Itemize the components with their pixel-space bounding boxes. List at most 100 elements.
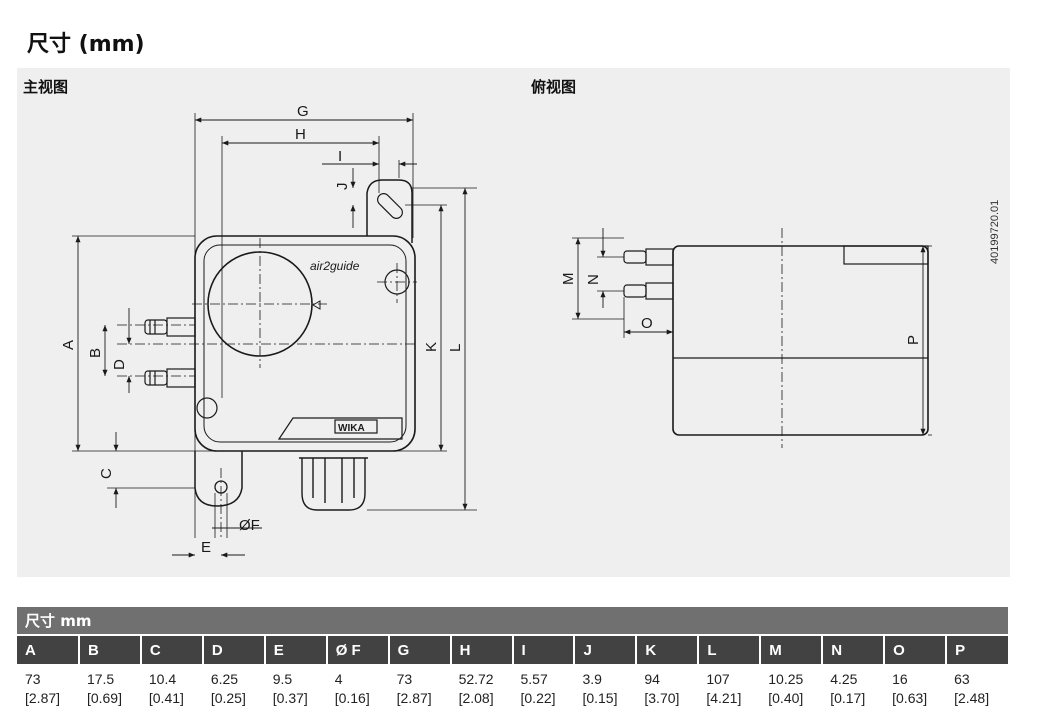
air2guide-logo: air2guide [310, 259, 360, 273]
label-G: G [297, 103, 309, 120]
cell-mm-value: 73 [396, 671, 413, 687]
top-dimension-lines [575, 228, 926, 435]
cable-gland [299, 457, 368, 511]
column-header: H [449, 634, 513, 664]
cell-mm-value: 16 [892, 671, 908, 687]
page-title: 尺寸 (mm) [27, 32, 145, 57]
top-body-outline [672, 245, 929, 436]
cell-inch-value: [0.40] [768, 690, 804, 706]
table-cell: 94[3.70] [636, 664, 698, 716]
bottom-mounting-tab [194, 451, 243, 507]
housing-inner [203, 244, 407, 443]
lower-hose-connector [144, 368, 196, 388]
table-cell: 52.72 [2.08] [451, 664, 513, 716]
label-P: P [905, 335, 922, 345]
cell-inch-value: [0.41] [148, 690, 184, 706]
cell-inch-value: [0.63] [892, 690, 928, 706]
top-upper-connector [623, 248, 674, 266]
cell-inch-value: [3.70] [644, 690, 680, 706]
cell-mm-value: 52.72 [458, 671, 494, 687]
table-cell: 5.57 [0.22] [513, 664, 575, 716]
cell-inch-value: [2.87] [25, 690, 61, 706]
table-row: 73[2.87]17.5[0.69]10.4[0.41]6.25[0.25]9.… [17, 664, 1008, 716]
table-cell: 73 [2.87] [17, 664, 79, 716]
column-header: N [821, 634, 885, 664]
column-header: L [697, 634, 761, 664]
extension-lines [72, 113, 477, 538]
upper-hose-connector [144, 317, 196, 337]
table-cell: 63 [2.48] [946, 664, 1008, 716]
table-cell: 10.25[0.40] [760, 664, 822, 716]
column-header: I [511, 634, 575, 664]
cell-mm-value: 17.5 [86, 671, 115, 687]
column-header: M [759, 634, 823, 664]
table-cell: 17.5[0.69] [79, 664, 141, 716]
screw-bottom-left [196, 397, 218, 419]
cell-inch-value: [2.48] [954, 690, 990, 706]
table-cell: 16 [0.63] [884, 664, 946, 716]
centerlines [117, 238, 417, 538]
cell-mm-value: 4 [334, 671, 343, 687]
tab-slot [377, 193, 403, 219]
table-cell: 9.5 [0.37] [265, 664, 327, 716]
cell-mm-value: 63 [954, 671, 970, 687]
housing-outline [194, 235, 416, 452]
cell-mm-value: 3.9 [582, 671, 602, 687]
cell-inch-value: [0.17] [830, 690, 866, 706]
cell-mm-value: 4.25 [830, 671, 858, 687]
cell-inch-value: [0.16] [334, 690, 370, 706]
front-view-drawing: air2guide WIKA [60, 103, 477, 558]
table-cell: 10.4 [0.41] [141, 664, 203, 716]
cell-mm-value: 10.4 [148, 671, 177, 687]
top-lower-connector [623, 282, 674, 300]
column-header: D [201, 634, 265, 664]
label-I: I [338, 148, 342, 165]
column-header: O [883, 634, 947, 664]
label-M: M [560, 273, 577, 286]
cell-mm-value: 5.57 [520, 671, 548, 687]
cell-mm-value: 73 [25, 671, 41, 687]
label-E: E [201, 539, 211, 556]
label-N: N [585, 274, 602, 285]
label-J: J [334, 183, 351, 191]
cell-inch-value: [0.25] [210, 690, 246, 706]
label-B: B [87, 348, 104, 358]
dimension-lines [75, 117, 468, 558]
column-header: Ø F [325, 634, 389, 664]
dial-marker [311, 300, 321, 310]
cell-mm-value: 6.25 [210, 671, 239, 687]
table-cell: 4 [0.16] [327, 664, 389, 716]
label-L: L [447, 344, 464, 352]
top-extension-lines [572, 237, 932, 436]
cell-inch-value: [0.22] [520, 690, 556, 706]
label-plate [277, 417, 403, 440]
column-header: J [573, 634, 637, 664]
label-H: H [295, 126, 306, 143]
table-cell: 73[2.87] [389, 664, 451, 716]
top-mounting-tab [366, 179, 413, 243]
label-A: A [60, 340, 77, 350]
cell-inch-value: [4.21] [706, 690, 742, 706]
column-header: C [139, 634, 203, 664]
label-K: K [423, 342, 440, 352]
column-header: E [263, 634, 327, 664]
column-header: B [77, 634, 141, 664]
drawing-panel: 主视图 俯视图 40199720.01 air2guide [17, 68, 1010, 577]
table-cell: 3.9[0.15] [574, 664, 636, 716]
table-cell: 4.25 [0.17] [822, 664, 884, 716]
top-lid-step [843, 245, 929, 265]
cell-inch-value: [0.37] [272, 690, 308, 706]
cell-inch-value: [2.08] [458, 690, 494, 706]
wika-brand: WIKA [338, 423, 365, 434]
technical-drawing: air2guide WIKA [60, 103, 932, 558]
cell-mm-value: 9.5 [272, 671, 293, 687]
table-cell: 107 [4.21] [698, 664, 760, 716]
column-header: A [17, 634, 79, 664]
column-header: P [945, 634, 1008, 664]
cell-mm-value: 107 [706, 671, 730, 687]
table-title: 尺寸 mm [17, 607, 1008, 635]
top-view-label: 俯视图 [531, 78, 577, 96]
top-view-drawing: M N O P [560, 228, 932, 448]
